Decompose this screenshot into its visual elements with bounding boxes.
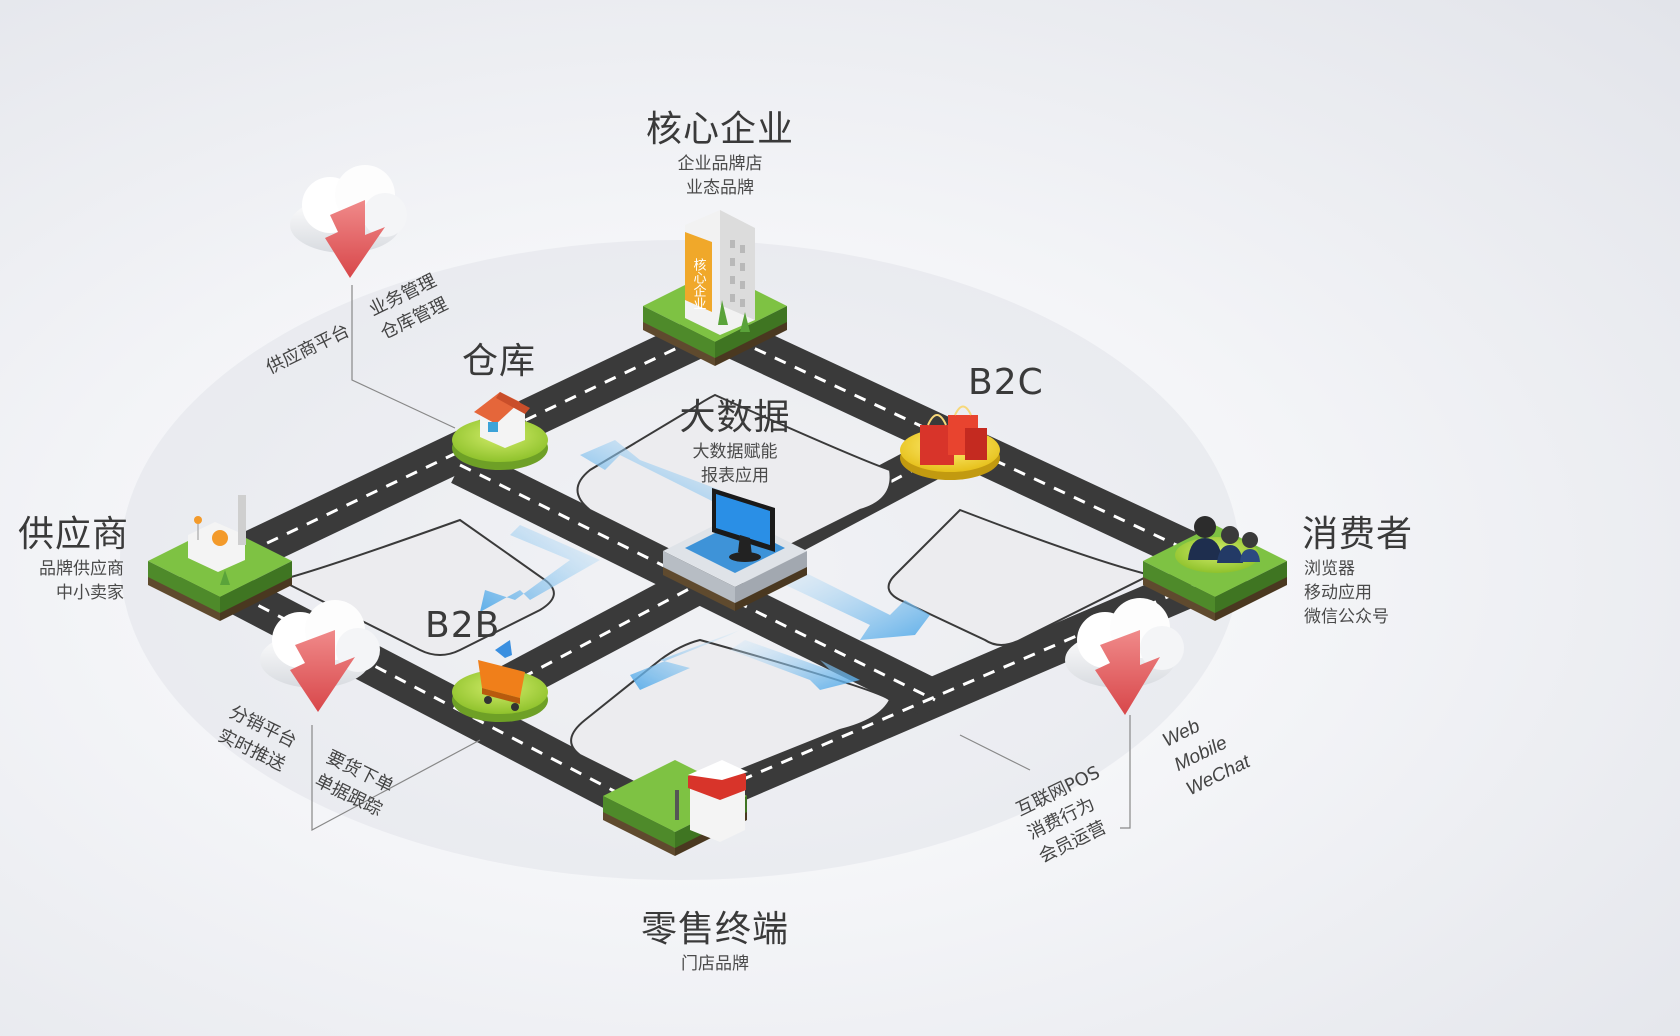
consumer-line-1: 浏览器: [1304, 559, 1355, 579]
leader-lines: [311, 285, 1131, 832]
supplier-subtitle: 品牌供应商 中小卖家: [20, 557, 124, 605]
core-enterprise-title: 核心企业: [645, 109, 794, 150]
building-sign: 核心企业: [691, 258, 707, 310]
consumers-icon: [1188, 516, 1260, 563]
cloud-distribution-icon: [260, 600, 380, 712]
consumer-subtitle: 浏览器 移动应用 微信公众号: [1304, 557, 1389, 629]
monitor-icon: [712, 488, 775, 562]
cloud-supplier-platform-icon: [290, 165, 407, 278]
retail-title: 零售终端: [640, 909, 789, 950]
supplier-line-2: 中小卖家: [56, 583, 124, 603]
warehouse-title: 仓库: [462, 341, 537, 382]
cloud-pos-icon: [1065, 598, 1184, 715]
supplier-title: 供应商: [18, 514, 130, 555]
store-icon: [675, 760, 748, 842]
core-enterprise-subtitle: 企业品牌店 业态品牌: [640, 152, 800, 200]
data-flow-arrows: [480, 440, 930, 690]
factory-icon: [188, 495, 246, 585]
core-line-2: 业态品牌: [686, 178, 754, 198]
b2c-title: B2C: [968, 362, 1044, 403]
consumer-line-2: 移动应用: [1304, 583, 1372, 603]
core-line-1: 企业品牌店: [677, 154, 763, 174]
bigdata-line-1: 大数据赋能: [692, 442, 778, 462]
supplier-line-1: 品牌供应商: [39, 559, 124, 579]
bigdata-subtitle: 大数据赋能 报表应用: [660, 440, 810, 488]
bigdata-title: 大数据: [679, 397, 791, 438]
core-building-icon: [685, 210, 755, 335]
road-network: [180, 310, 1250, 835]
warehouse-house-icon: [474, 392, 530, 448]
consumer-line-3: 微信公众号: [1304, 607, 1389, 627]
consumer-title: 消费者: [1302, 514, 1414, 555]
bigdata-line-2: 报表应用: [701, 466, 769, 486]
shopping-bags-icon: [920, 405, 987, 465]
cart-icon: [478, 640, 525, 711]
b2b-title: B2B: [425, 605, 501, 646]
retail-subtitle: 门店品牌: [681, 954, 749, 974]
